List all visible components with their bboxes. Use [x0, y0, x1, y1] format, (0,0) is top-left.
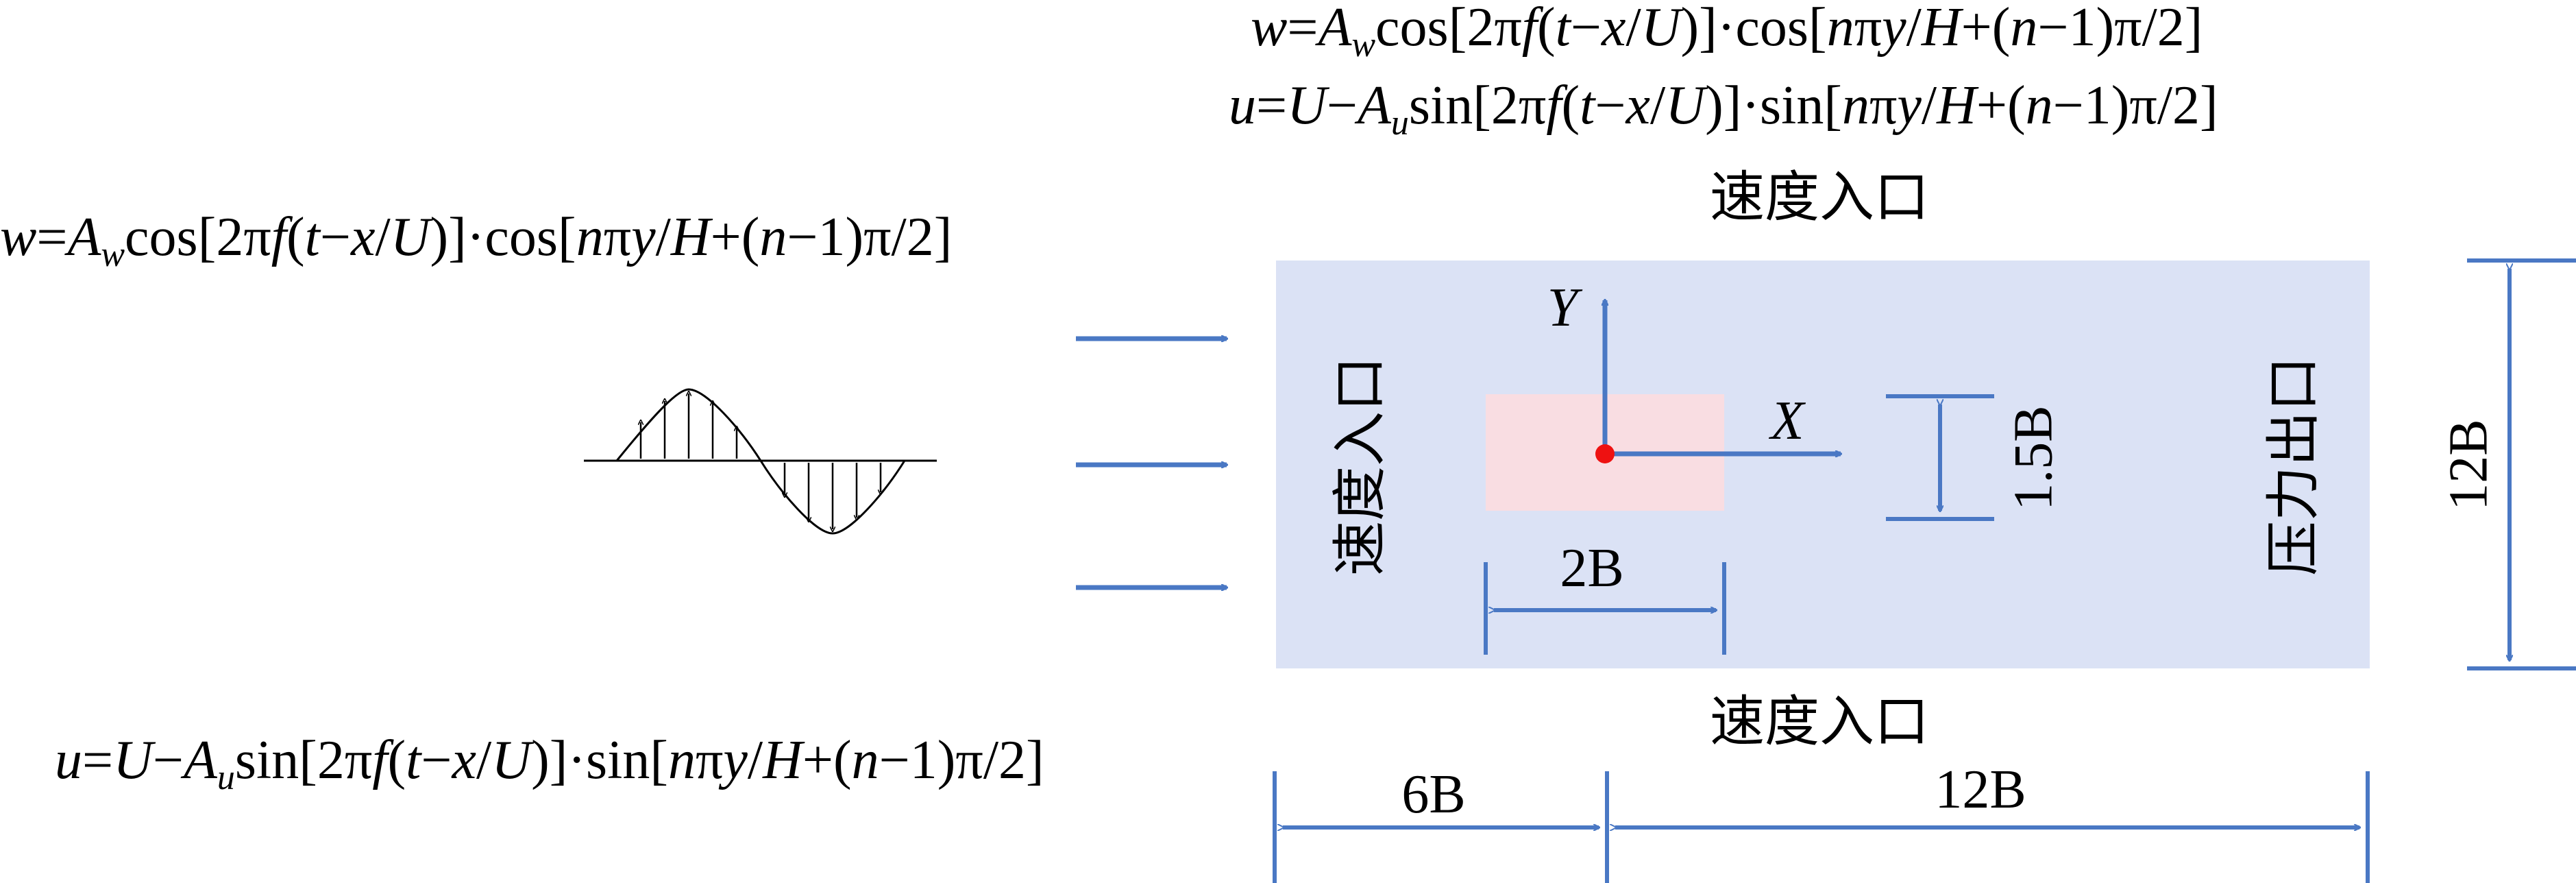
sine-wave-profile	[584, 388, 937, 535]
dim-domain-length: 6B 12B	[1273, 760, 2370, 883]
right-outlet-label: 压力出口	[2261, 356, 2325, 576]
left-inlet-label: 速度入口	[1328, 356, 1392, 576]
dim-body-height-label: 1.5B	[2003, 405, 2063, 510]
dim-body-width: 2B	[1484, 538, 1726, 655]
dim-domain-height: 12B	[2438, 258, 2576, 670]
dim-upstream-label: 6B	[1401, 764, 1465, 825]
dim-domain-height-label: 12B	[2438, 419, 2499, 510]
left-w-formula: w=Awcos[2πf(t−x/U)]·cos[nπy/H+(n−1)π/2]	[0, 207, 952, 274]
dim-body-width-label: 2B	[1560, 538, 1623, 598]
computational-domain	[1276, 261, 2370, 668]
top-u-formula: u=U−Ausin[2πf(t−x/U)]·sin[nπy/H+(n−1)π/2…	[1229, 75, 2218, 143]
top-inlet-label: 速度入口	[1710, 165, 1929, 229]
dim-downstream-label: 12B	[1935, 760, 2026, 820]
top-w-formula: w=Awcos[2πf(t−x/U)]·cos[nπy/H+(n−1)π/2]	[1251, 0, 2203, 64]
left-u-formula: u=U−Ausin[2πf(t−x/U)]·sin[nπy/H+(n−1)π/2…	[55, 730, 1044, 797]
origin-point	[1595, 444, 1615, 463]
x-axis-label: X	[1769, 391, 1806, 451]
dim-body-height: 1.5B	[1886, 394, 2063, 521]
profile-sine-curve	[615, 388, 906, 535]
y-axis-label: Y	[1547, 278, 1583, 338]
bottom-inlet-label: 速度入口	[1710, 690, 1929, 753]
